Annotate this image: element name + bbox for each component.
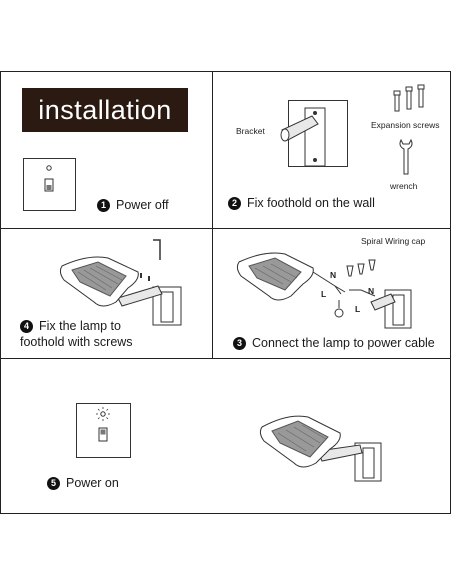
neutral-top-label: N xyxy=(330,270,337,280)
row-divider-2 xyxy=(0,358,451,359)
installation-title: installation xyxy=(22,88,188,132)
bracket-label: Bracket xyxy=(236,126,265,136)
wrench-icon xyxy=(399,138,413,175)
step-4: 4 Fix the lamp to foothold with screws xyxy=(20,318,133,350)
instruction-frame xyxy=(0,71,451,514)
expansion-screws-label: Expansion screws xyxy=(371,120,440,130)
step-2-number: 2 xyxy=(228,196,241,210)
lamp-with-foothold-illustration xyxy=(59,239,182,326)
title-text: installation xyxy=(38,94,172,125)
column-divider-middle xyxy=(212,228,213,358)
step-4-label-line2: foothold with screws xyxy=(20,335,133,349)
step-2-label: Fix foothold on the wall xyxy=(247,196,375,210)
neutral-bottom-label: N xyxy=(368,286,375,296)
wrench-label: wrench xyxy=(390,181,418,191)
step-5: 5 Power on xyxy=(47,476,119,490)
bracket-illustration xyxy=(280,100,348,167)
step-5-label: Power on xyxy=(66,476,119,490)
step-1-label: Power off xyxy=(116,198,169,212)
column-divider-top xyxy=(212,71,213,228)
step-4-label-line1: Fix the lamp to xyxy=(39,319,121,333)
spiral-wiring-cap-label: Spiral Wiring cap xyxy=(361,236,426,246)
step-3-number: 3 xyxy=(233,336,246,350)
row-divider-1 xyxy=(0,228,451,229)
switch-on-icon xyxy=(76,403,131,458)
step-3-label: Connect the lamp to power cable xyxy=(252,336,435,350)
live-top-label: L xyxy=(321,289,327,299)
switch-off-icon xyxy=(23,158,76,211)
wiring-illustration xyxy=(236,252,412,329)
step-1-number: 1 xyxy=(97,198,110,212)
step-3: 3 Connect the lamp to power cable xyxy=(233,336,435,350)
step-1: 1 Power off xyxy=(97,198,169,212)
installed-lamp-illustration xyxy=(259,415,382,482)
live-bottom-label: L xyxy=(355,304,361,314)
step-2: 2 Fix foothold on the wall xyxy=(228,196,375,210)
step-5-number: 5 xyxy=(47,476,60,490)
step-4-number: 4 xyxy=(20,319,33,333)
expansion-screws-icon xyxy=(393,84,425,112)
